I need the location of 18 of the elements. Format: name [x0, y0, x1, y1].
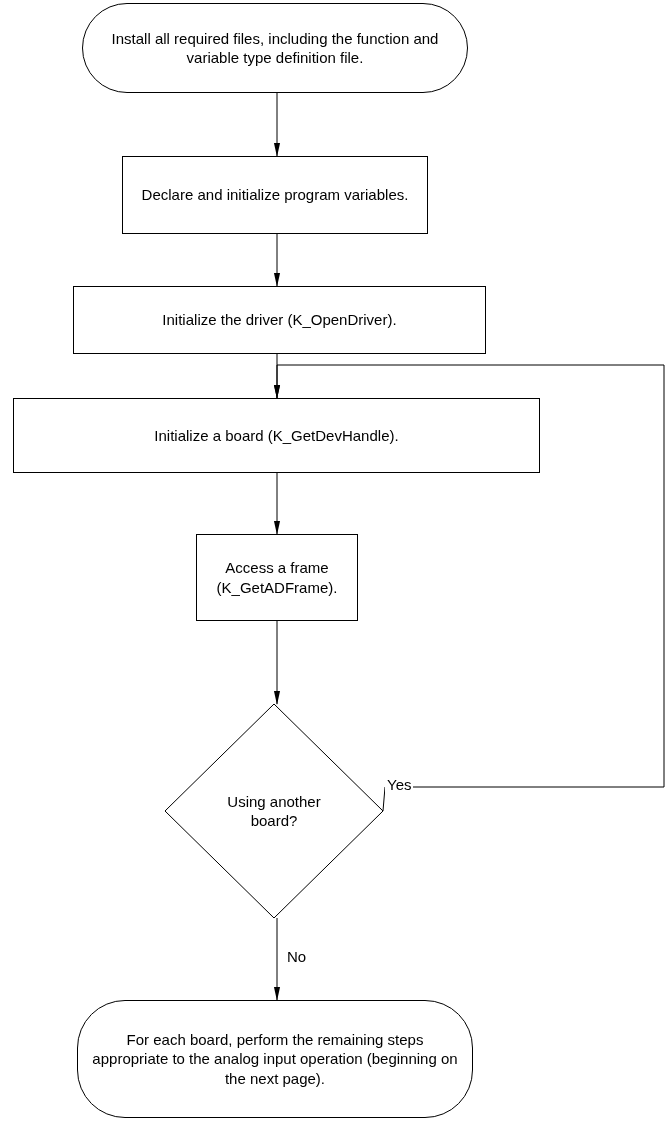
node-text: Initialize the driver (K_OpenDriver). [162, 310, 397, 330]
process-box [196, 534, 358, 621]
node-text: Initialize a board (K_GetDevHandle). [154, 425, 399, 446]
node-text: For each board, perform the remaining steps appropriate to the analog input operation (beginning on the next page). [92, 1029, 458, 1089]
node-text: Install all required files, including the function and variable type definition file. [110, 28, 440, 68]
arrow [273, 233, 281, 287]
arrow [273, 472, 281, 535]
process-box [122, 156, 428, 234]
arrow [273, 917, 281, 1001]
process-box [73, 286, 486, 354]
arrow [273, 364, 665, 812]
node-text: Using another board? [226, 791, 322, 831]
node-text: Declare and initialize program variables. [141, 185, 409, 205]
node-text: Access a frame (K_GetADFrame). [215, 558, 339, 597]
terminal-box [77, 1000, 473, 1118]
arrow [273, 620, 281, 705]
arrow [273, 92, 281, 157]
process-box [13, 398, 540, 473]
